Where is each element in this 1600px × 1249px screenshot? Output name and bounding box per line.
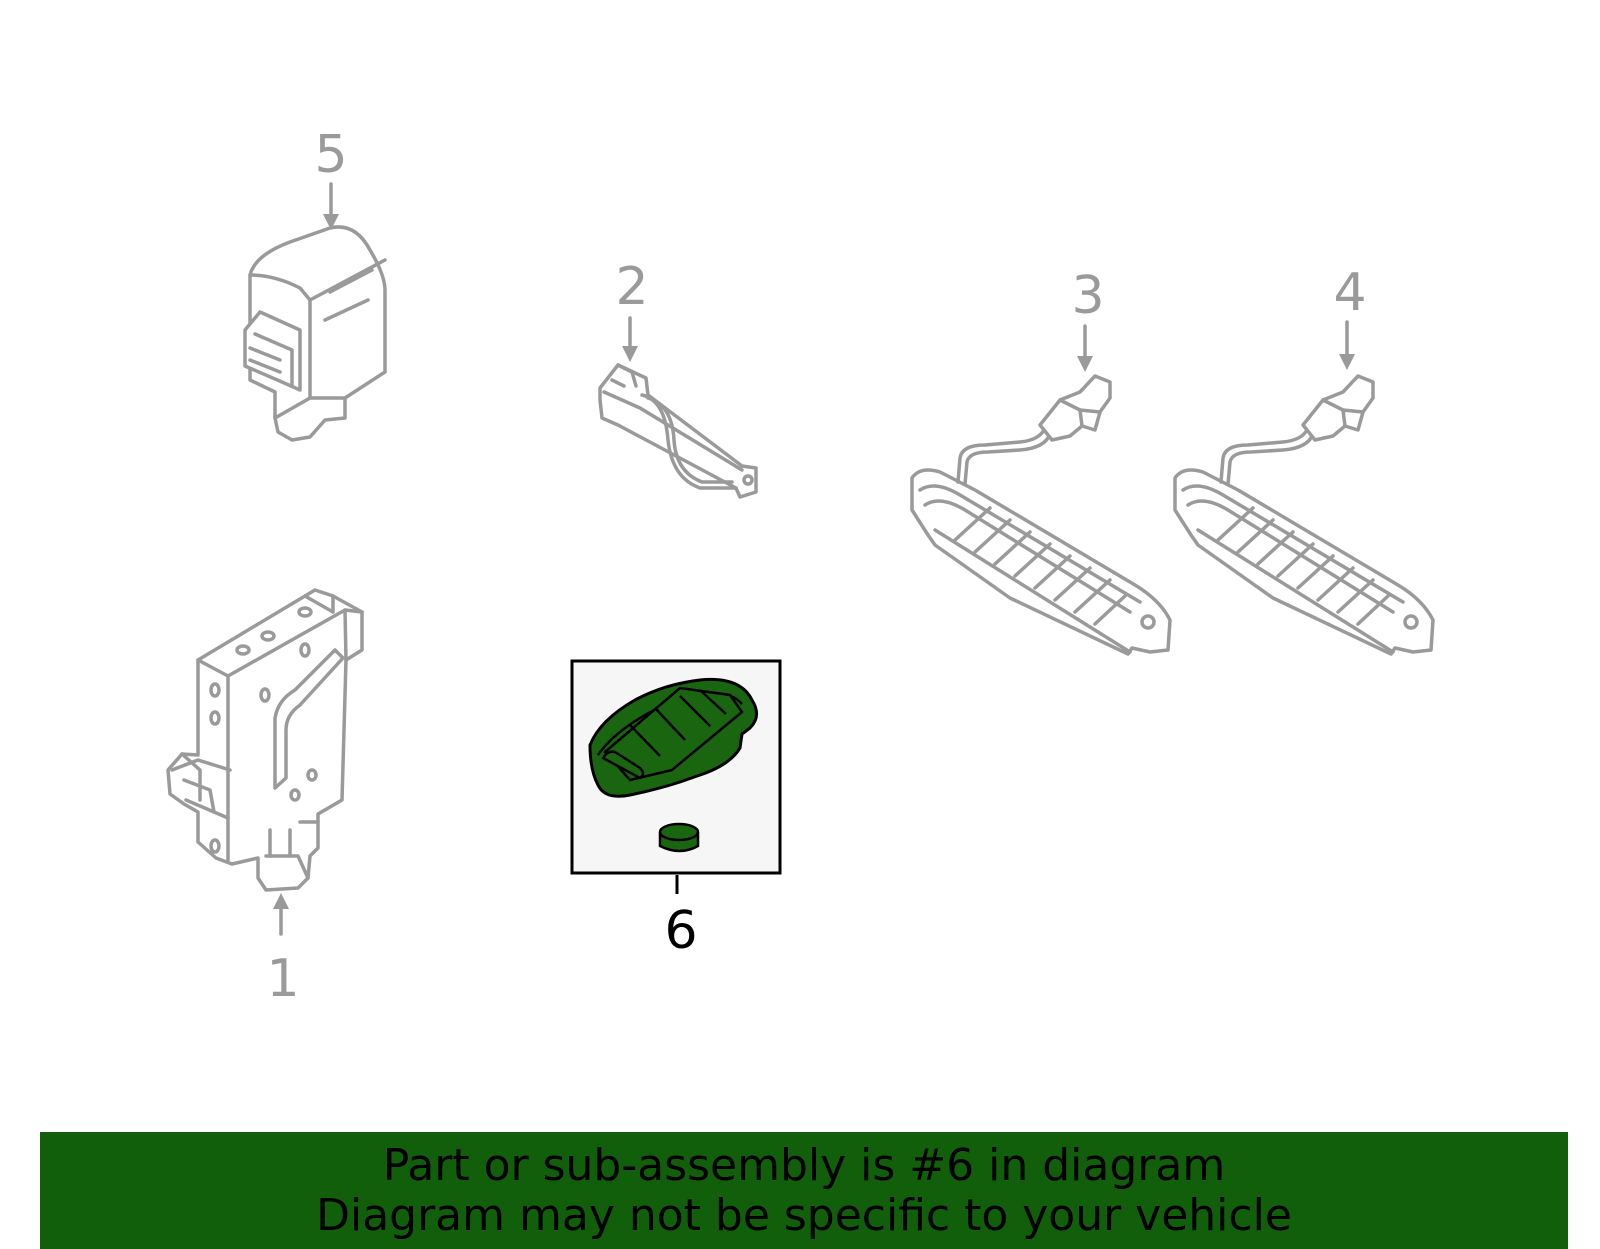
part-5-receiver-module-icon[interactable] (243, 225, 387, 442)
callout-2-arrow-icon (622, 316, 638, 362)
part-2-antenna-sensor-icon[interactable] (598, 363, 758, 499)
banner-line-1: Part or sub-assembly is #6 in diagram (382, 1139, 1226, 1191)
part-1-control-module-icon[interactable] (166, 588, 364, 892)
callout-4-label: 4 (1333, 263, 1366, 323)
callout-1-arrow-icon (273, 893, 289, 936)
callout-1-label: 1 (266, 949, 299, 1009)
callout-5-label: 5 (314, 125, 347, 185)
part-6-key-fob-icon[interactable] (570, 659, 782, 875)
callout-3-label: 3 (1071, 266, 1104, 326)
callout-2-label: 2 (615, 257, 648, 317)
callout-6-label: 6 (664, 901, 697, 961)
part-4-door-handle-antenna-icon[interactable] (1173, 374, 1435, 656)
banner-line-2: Diagram may not be specific to your vehi… (316, 1189, 1292, 1241)
info-banner: Part or sub-assembly is #6 in diagram Di… (40, 1132, 1568, 1249)
part-3-door-handle-antenna-icon[interactable] (910, 374, 1172, 656)
callout-5-arrow-icon (323, 182, 339, 230)
callout-4-arrow-icon (1339, 320, 1355, 370)
callout-3-arrow-icon (1077, 324, 1093, 372)
